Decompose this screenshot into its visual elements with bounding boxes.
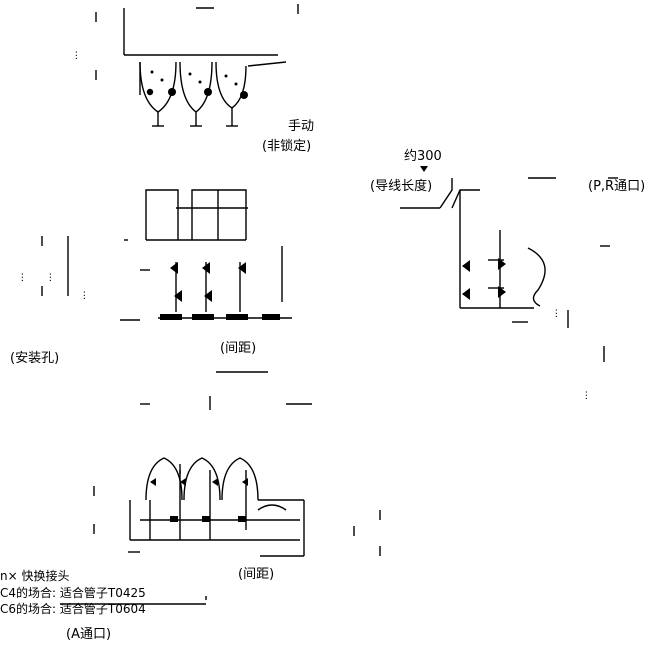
svg-text:···: ··· [72, 50, 83, 60]
front-view [41, 189, 292, 321]
mount-hole-label: (安装孔) [10, 351, 59, 366]
a-port-label: (A通口) [66, 627, 111, 642]
bottom-view [60, 457, 381, 605]
pitch-label-bottom: (间距) [238, 567, 274, 582]
side-view [400, 177, 618, 362]
svg-text:···: ··· [80, 290, 91, 300]
dimension-marks: ··· ··· ··· ··· ··· ··· [18, 50, 593, 400]
svg-text:···: ··· [582, 390, 593, 400]
svg-text:···: ··· [552, 308, 563, 318]
pr-port-label: (P,R通口) [588, 179, 645, 194]
lead-length-note: (导线长度) [370, 178, 432, 194]
pitch-dimension-top [140, 371, 312, 410]
lead-length-label: 约300 [404, 149, 442, 164]
fitting-c4-note: C4的场合: 适合管子T0425 [0, 585, 146, 600]
svg-text:···: ··· [18, 272, 29, 282]
top-view [95, 4, 299, 127]
pitch-label-top: (间距) [220, 341, 256, 356]
manual-non-lock-label: (非锁定) [262, 138, 311, 154]
manual-label: 手动 [288, 119, 314, 134]
fitting-count-label: n× 快换接头 [0, 568, 69, 583]
svg-text:···: ··· [46, 272, 57, 282]
fitting-c6-note: C6的场合: 适合管子T0604 [0, 601, 146, 616]
